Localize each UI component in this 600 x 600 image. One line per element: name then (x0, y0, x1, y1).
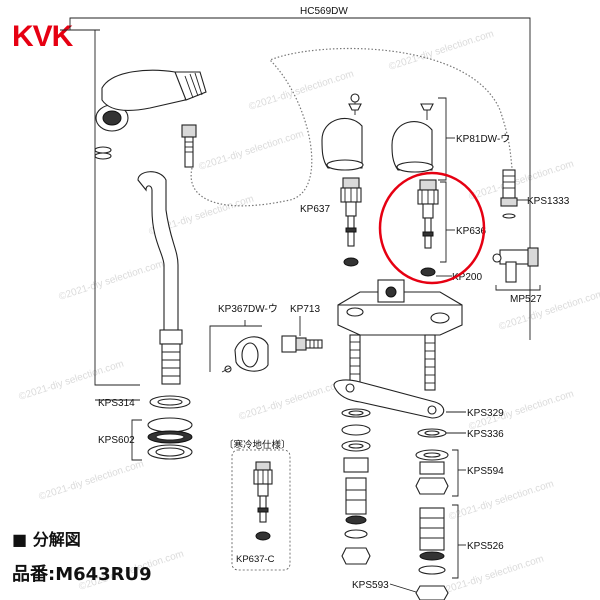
cold-spec-box: 〔寒冷地仕様〕 KP637-C (224, 439, 291, 571)
label-kp713: KP713 (290, 304, 320, 315)
kp367dw-handle-part (221, 336, 269, 373)
label-hc569dw: HC569DW (300, 6, 348, 17)
watermark-text: ©2021-diy selection.com (388, 29, 496, 73)
spout-pipe-part (137, 171, 183, 385)
watermark-text: ©2021-diy selection.com (248, 69, 356, 113)
o-ring-part (94, 146, 112, 160)
mp527-fitting-part (492, 247, 541, 291)
label-kps526: KPS526 (467, 541, 504, 552)
kp367dw-bracket (209, 320, 262, 372)
highlight-circle (378, 171, 486, 285)
kps526-connector-set (418, 504, 466, 579)
kps314-washer-part (149, 395, 191, 409)
label-mp527: MP527 (510, 294, 542, 305)
label-kp637: KP637 (300, 204, 330, 215)
watermark-text: ©2021-diy selection.com (448, 479, 556, 523)
watermark-text: ©2021-diy selection.com (58, 259, 166, 303)
label-kps314: KPS314 (98, 398, 135, 409)
watermark-text: ©2021-diy selection.com (18, 359, 126, 403)
kps329-plate-part (333, 379, 466, 419)
label-kps593: KPS593 (352, 580, 389, 591)
kps1333-part (500, 169, 528, 219)
watermark-text: ©2021-diy selection.com (438, 554, 546, 598)
watermark-text: ©2021-diy selection.com (198, 129, 306, 173)
label-kps329: KPS329 (467, 408, 504, 419)
label-kp200: KP200 (452, 272, 482, 283)
caption-title: ■ 分解図 (12, 530, 81, 549)
left-bracket (94, 30, 140, 401)
kps602-washer-set (131, 417, 193, 461)
kp713-valve-part (281, 316, 323, 353)
brand-logo: KVK (12, 20, 74, 53)
kps336-washer-part (341, 408, 466, 438)
label-kp81dw: KP81DW-ウ (456, 133, 510, 145)
hose-connector-part (181, 124, 197, 168)
label-kp637c: KP637-C (236, 554, 275, 565)
kps593-nut-part (389, 583, 449, 600)
caption-model: 品番:M643RU9 (12, 564, 152, 585)
label-kps1333: KPS1333 (527, 196, 570, 207)
shower-head-part (95, 69, 207, 132)
kp81dw-bracket (438, 97, 455, 181)
label-kp367dw: KP367DW-ウ (218, 303, 278, 315)
label-kp636: KP636 (456, 226, 486, 237)
watermark-text: ©2021-diy selection.com (38, 459, 146, 503)
shower-hose (190, 47, 513, 207)
label-kps594: KPS594 (467, 466, 504, 477)
label-kps336: KPS336 (467, 429, 504, 440)
kp636-cartridge-part (417, 179, 439, 277)
kp636-bracket (436, 181, 455, 277)
watermark-text: ©2021-diy selection.com (238, 379, 346, 423)
handle-part-right (391, 103, 434, 173)
handle-part-left (321, 93, 364, 171)
kps594-nut-set (415, 449, 466, 497)
faucet-body-part (337, 279, 463, 391)
label-kps602: KPS602 (98, 435, 135, 446)
label-cold-spec: 〔寒冷地仕様〕 (224, 439, 291, 451)
hose-assembly-bracket: HC569DW (60, 6, 531, 340)
kp637-cartridge-part (340, 177, 362, 267)
left-nut-stack (341, 424, 371, 565)
